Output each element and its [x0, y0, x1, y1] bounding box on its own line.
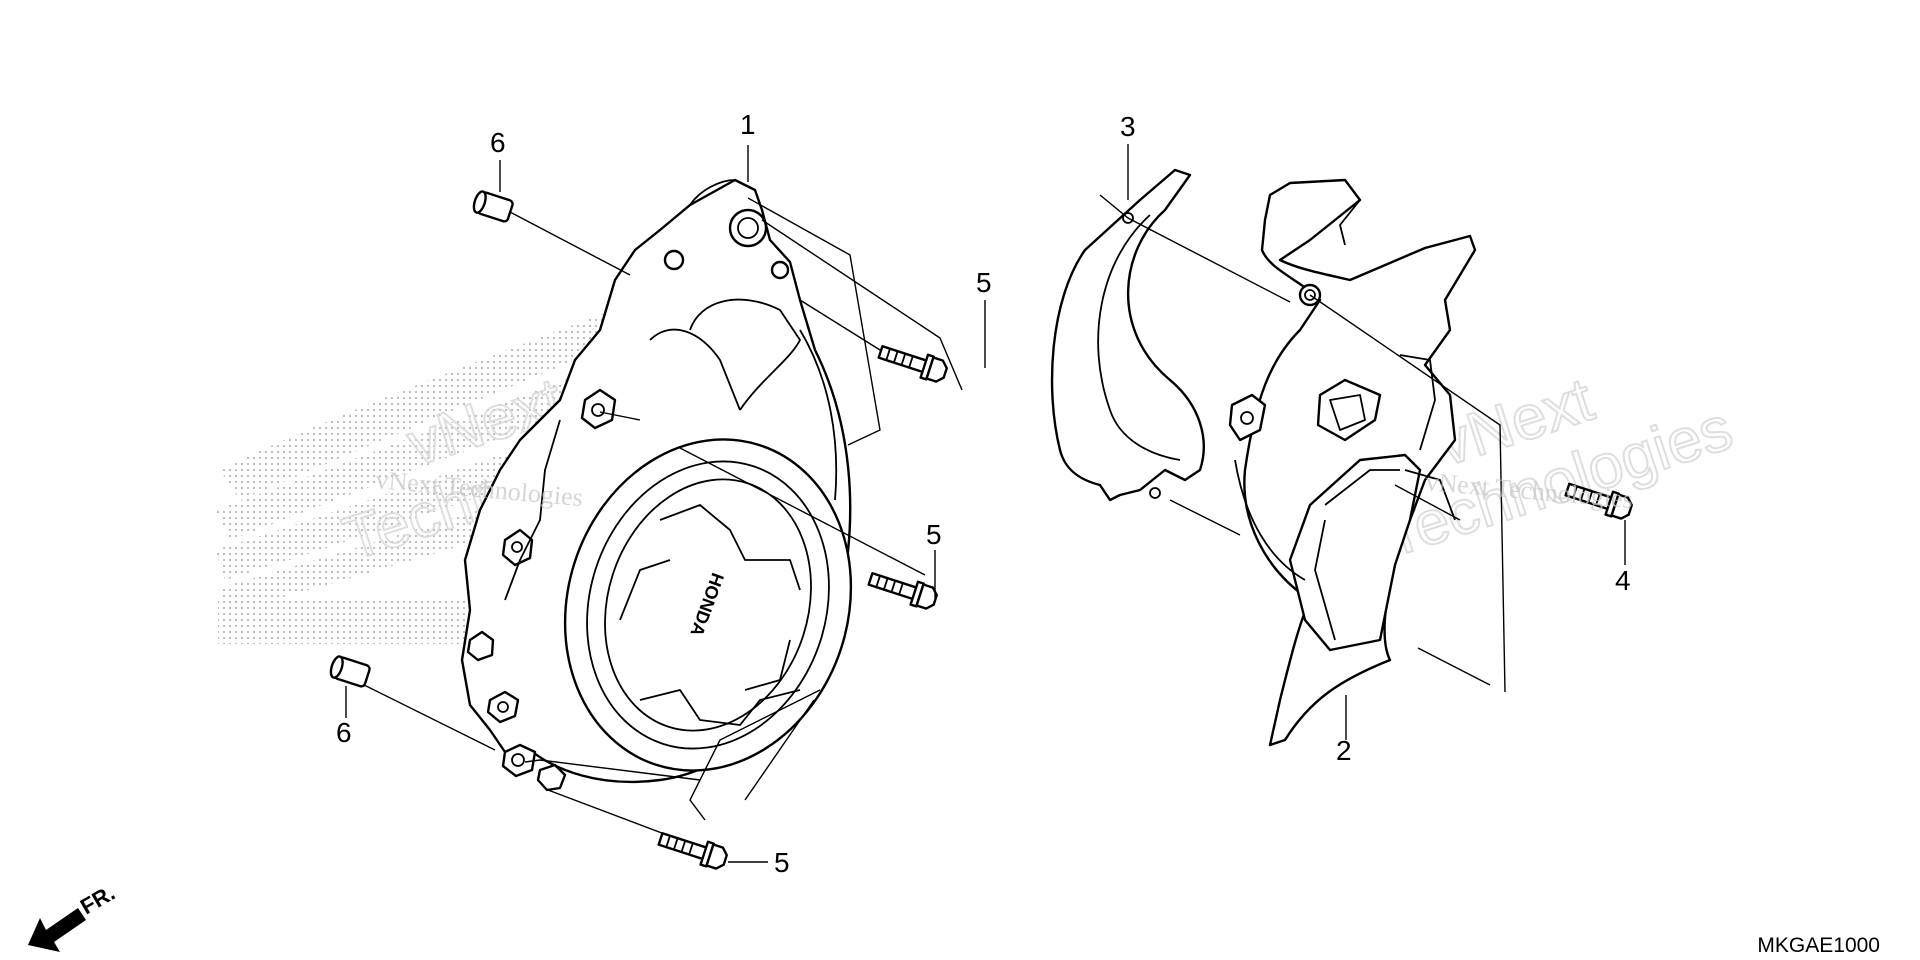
part-5-bolt-bottom: [657, 832, 728, 870]
part-6-dowel-top: [472, 190, 514, 223]
part-2-sprocket-cover: [1228, 178, 1506, 747]
callout-5-middle: 5: [926, 519, 942, 550]
callout-5-top: 5: [976, 267, 992, 298]
callout-1: 1: [740, 109, 756, 140]
part-1-left-crankcase-cover: HONDA: [460, 178, 853, 792]
part-6-dowel-bottom: [329, 655, 371, 688]
callout-2: 2: [1336, 735, 1352, 766]
callout-4: 4: [1615, 565, 1631, 596]
part-4-bolt: [1564, 482, 1633, 520]
callout-6-bottom: 6: [336, 717, 352, 748]
part-5-bolt-top: [877, 345, 948, 383]
callout-6-top: 6: [490, 127, 506, 158]
leader-lines-part-1: [349, 145, 963, 856]
callout-3: 3: [1120, 111, 1136, 142]
diagram-code: MKGAE1000: [1757, 934, 1880, 957]
callout-5-bottom: 5: [774, 847, 790, 878]
part-5-bolt-middle: [867, 572, 938, 610]
part-3-gasket: [1050, 144, 1291, 536]
front-label: FR.: [76, 880, 119, 919]
front-direction-arrow-icon: FR.: [28, 880, 119, 952]
